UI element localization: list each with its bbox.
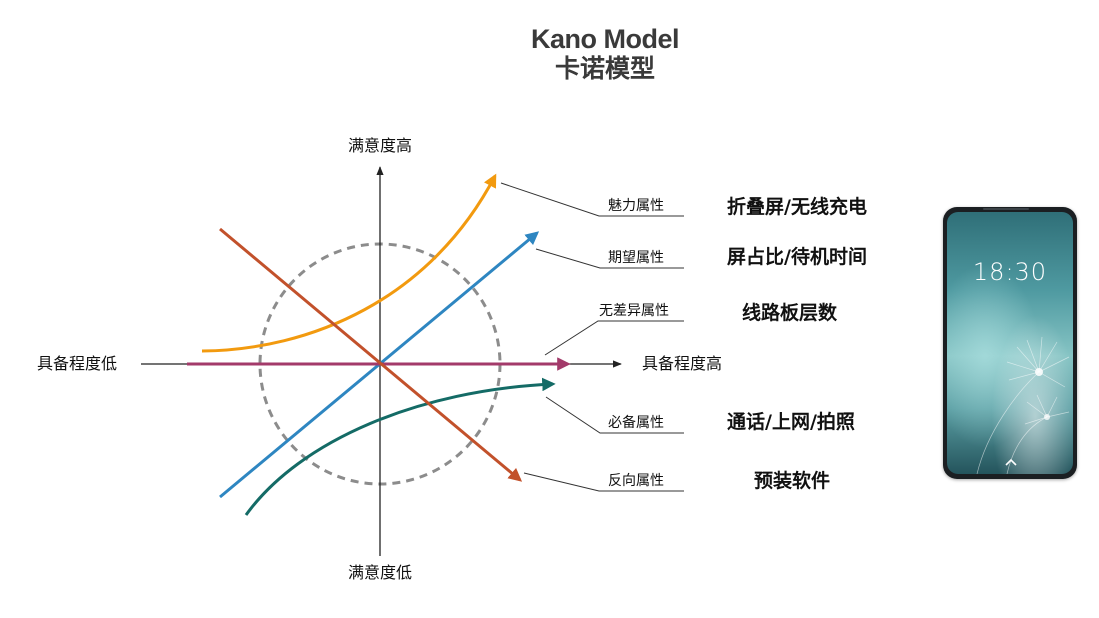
- y-axis-bottom-label: 满意度低: [348, 563, 412, 582]
- category-label-performance: 期望属性: [608, 250, 664, 266]
- reverse-line: [219, 227, 523, 482]
- leader-must-be: [545, 396, 684, 434]
- title-chinese: 卡诺模型: [554, 54, 655, 83]
- example-performance: 屏占比/待机时间: [727, 245, 867, 268]
- leader-indifferent: [544, 320, 684, 356]
- lock-screen-clock: 18:30: [972, 258, 1048, 286]
- leader-attractive: [500, 182, 684, 217]
- category-label-must-be: 必备属性: [608, 414, 664, 431]
- title-block: Kano Model 卡诺模型: [0, 24, 1099, 84]
- example-must-be: 通话/上网/拍照: [727, 410, 855, 433]
- phone-speaker: [983, 208, 1029, 210]
- must-be-curve: [244, 377, 556, 516]
- title-english: Kano Model: [531, 24, 680, 54]
- y-axis-top-label: 满意度高: [348, 136, 412, 155]
- example-reverse: 预装软件: [754, 469, 830, 492]
- attractive-curve: [201, 173, 497, 353]
- example-indifferent: 线路板层数: [742, 301, 838, 324]
- category-label-indifferent: 无差异属性: [599, 303, 669, 319]
- leader-performance: [535, 248, 684, 269]
- example-attractive: 折叠屏/无线充电: [727, 195, 867, 218]
- chevron-up-icon: [1005, 458, 1017, 466]
- x-axis-left-label: 具备程度低: [37, 354, 117, 373]
- smartphone-image: 18:30: [943, 207, 1077, 479]
- leader-reverse: [523, 472, 684, 492]
- dandelion-image: [976, 336, 1070, 474]
- category-label-attractive: 魅力属性: [608, 198, 664, 214]
- x-axis-right-label: 具备程度高: [642, 354, 722, 373]
- category-label-reverse: 反向属性: [608, 473, 664, 489]
- phone-screen: 18:30: [947, 212, 1073, 474]
